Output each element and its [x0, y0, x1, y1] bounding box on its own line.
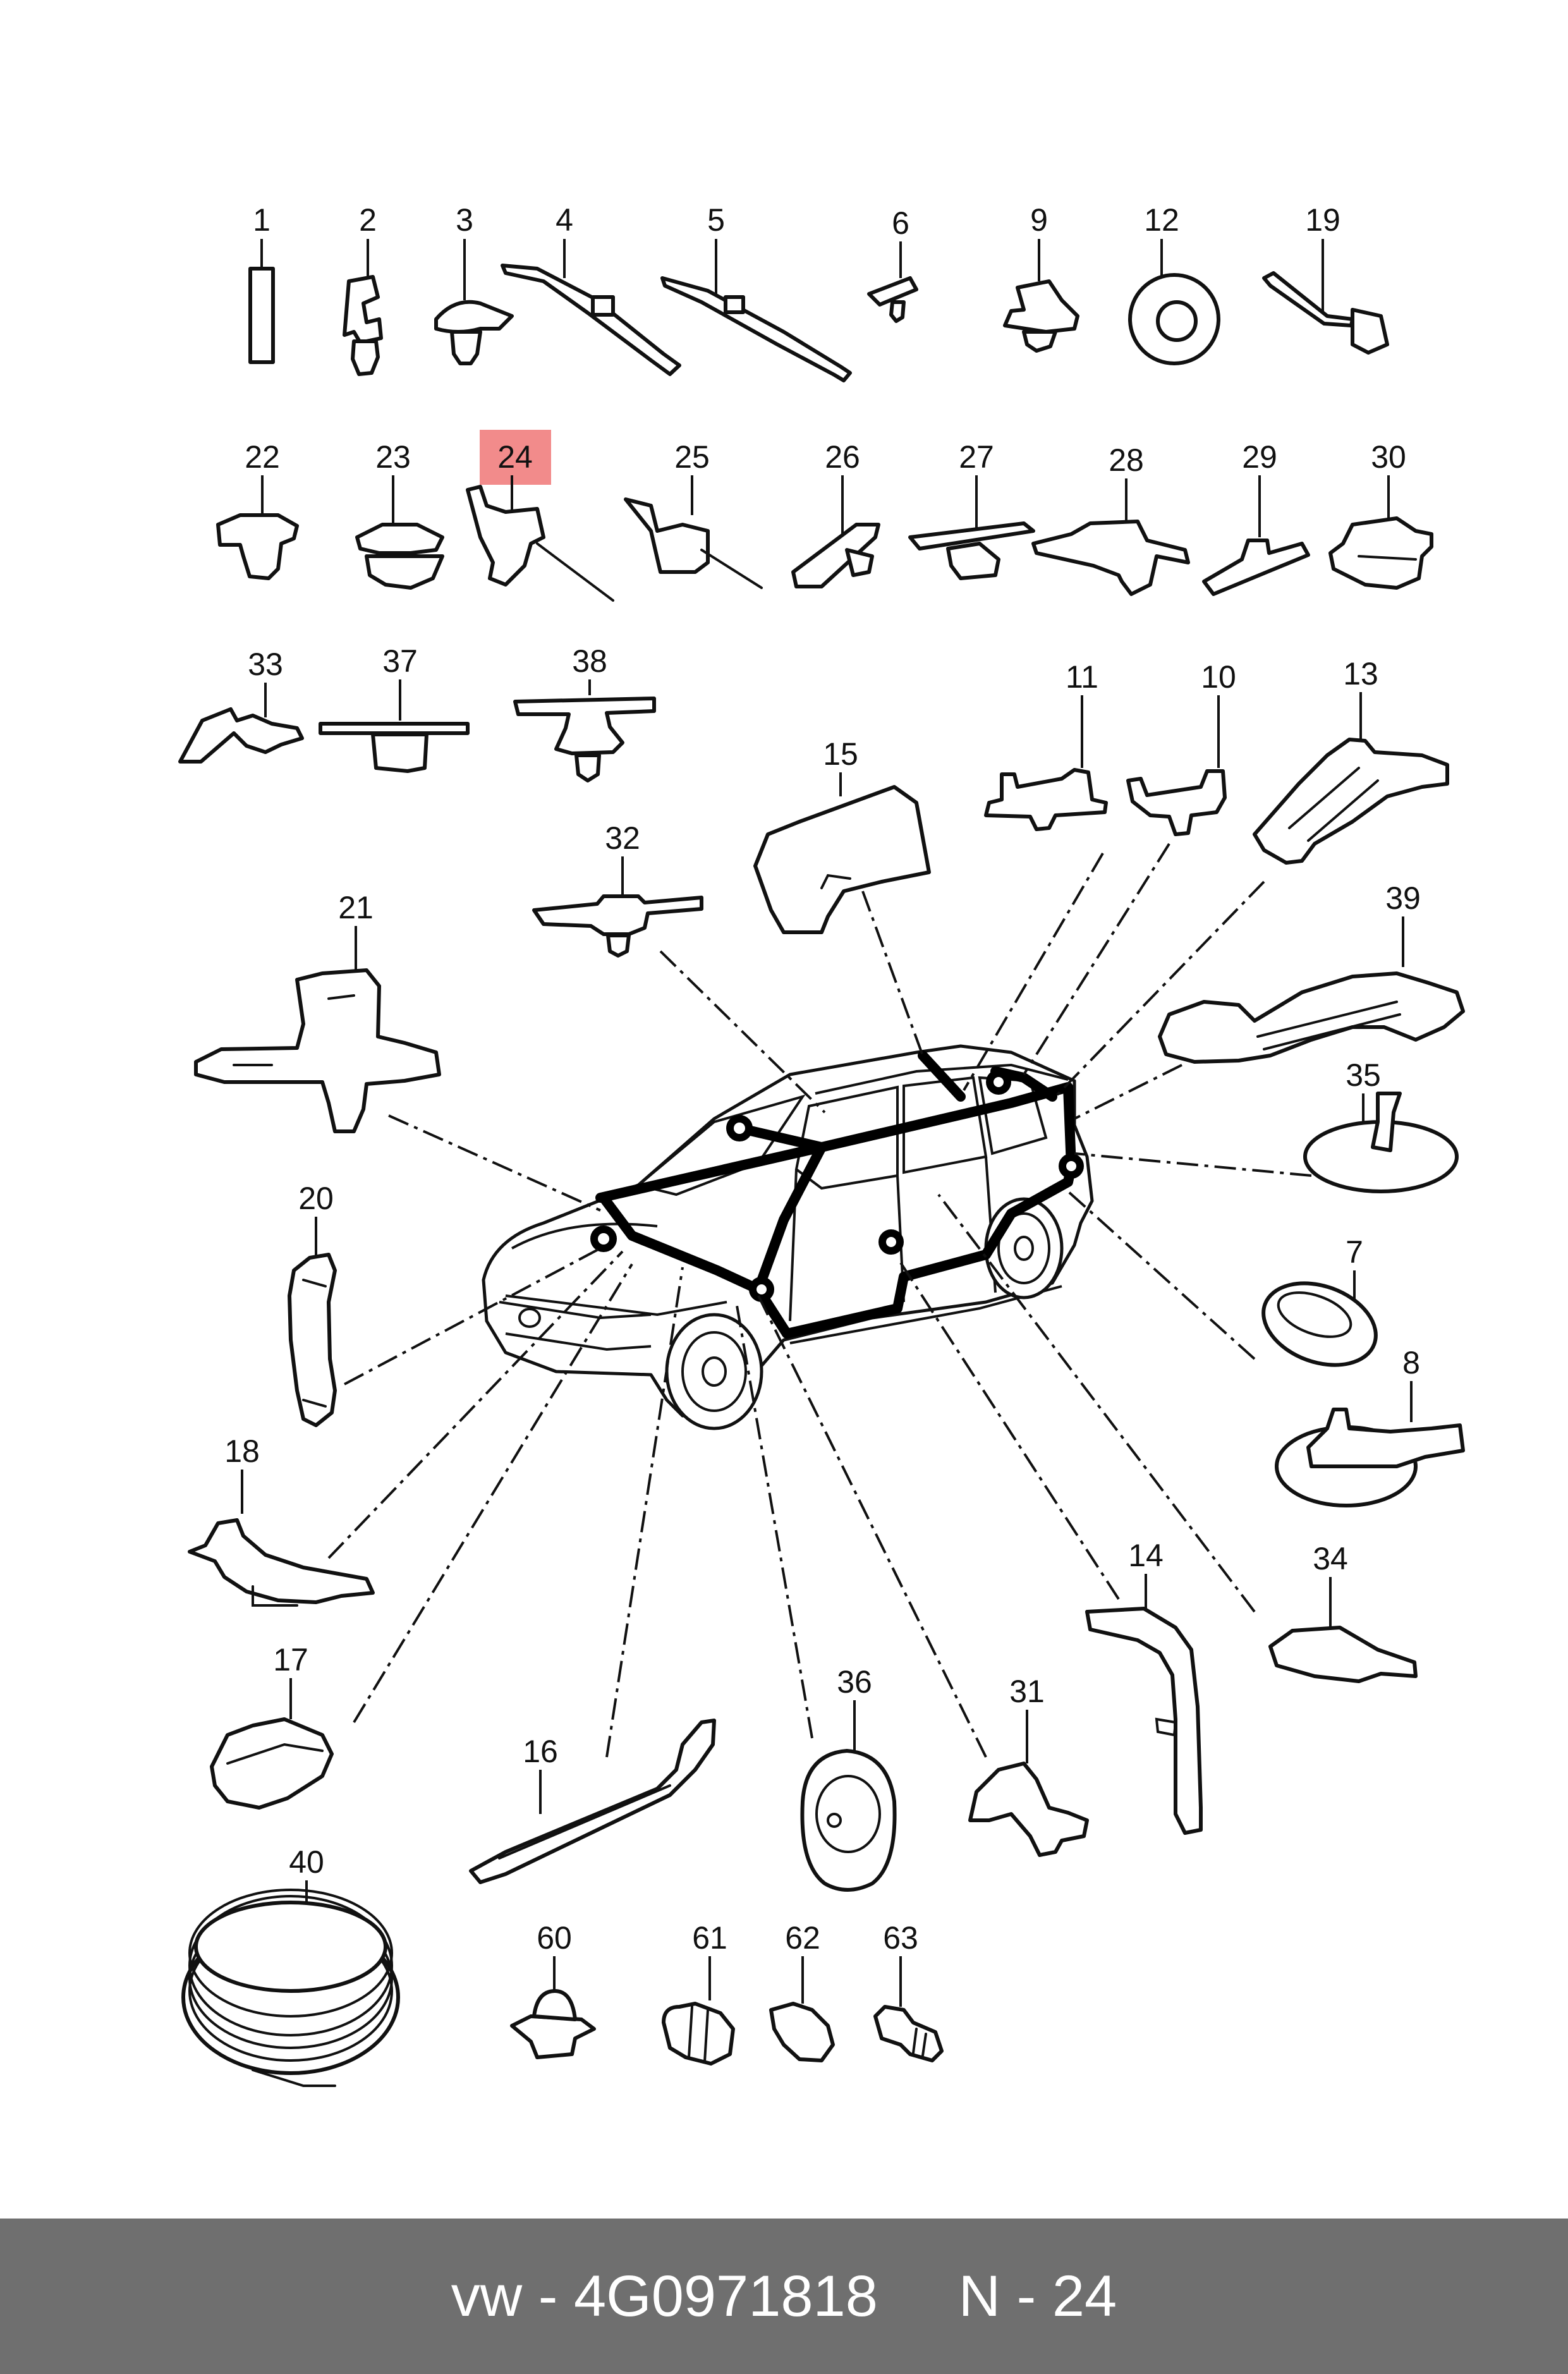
- label-10: 10: [1201, 659, 1236, 695]
- label-34: 34: [1313, 1541, 1348, 1576]
- label-4: 4: [556, 202, 573, 238]
- label-28: 28: [1109, 442, 1144, 478]
- part-3[interactable]: 3: [434, 202, 514, 365]
- label-21: 21: [338, 890, 374, 925]
- part-60[interactable]: 60: [510, 1920, 596, 2059]
- leader-lines: [327, 843, 1312, 1758]
- part-17[interactable]: 17: [210, 1642, 334, 1810]
- label-11: 11: [1066, 659, 1098, 695]
- label-15: 15: [823, 736, 858, 772]
- part-31[interactable]: 31: [968, 1674, 1089, 1857]
- part-23[interactable]: 23: [355, 439, 444, 590]
- label-35: 35: [1346, 1057, 1381, 1093]
- part-6[interactable]: 6: [867, 205, 918, 323]
- part-35[interactable]: 35: [1303, 1057, 1459, 1193]
- label-13: 13: [1343, 656, 1378, 691]
- label-22: 22: [245, 439, 280, 475]
- part-14[interactable]: 14: [1085, 1538, 1203, 1835]
- label-33: 33: [248, 647, 283, 682]
- label-9: 9: [1030, 202, 1048, 238]
- label-31: 31: [1009, 1674, 1045, 1709]
- label-63: 63: [883, 1920, 918, 1956]
- footer-part-number: vw - 4G0971818 N - 24: [451, 2263, 1117, 2328]
- label-1: 1: [253, 202, 270, 238]
- label-6: 6: [892, 205, 909, 241]
- part-34[interactable]: 34: [1268, 1541, 1418, 1683]
- part-2[interactable]: 2: [343, 202, 383, 376]
- label-14: 14: [1128, 1538, 1164, 1573]
- part-10[interactable]: 10: [1126, 659, 1236, 836]
- label-62: 62: [785, 1920, 820, 1956]
- part-28[interactable]: 28: [1031, 442, 1190, 596]
- part-12[interactable]: 12: [1128, 202, 1220, 365]
- part-26[interactable]: 26: [791, 439, 880, 588]
- part-8[interactable]: 8: [1275, 1345, 1465, 1507]
- label-36: 36: [837, 1664, 872, 1700]
- label-8: 8: [1402, 1345, 1420, 1380]
- part-62[interactable]: 62: [769, 1920, 835, 2062]
- label-37: 37: [382, 643, 418, 679]
- label-24: 24: [497, 439, 533, 475]
- part-61[interactable]: 61: [662, 1920, 735, 2066]
- part-7[interactable]: 7: [1252, 1234, 1387, 1380]
- label-40: 40: [289, 1844, 324, 1880]
- label-39: 39: [1385, 880, 1421, 916]
- label-61: 61: [692, 1920, 727, 1956]
- label-32: 32: [605, 820, 640, 856]
- label-23: 23: [375, 439, 411, 475]
- wiring-harness: [590, 1050, 1084, 1339]
- part-9[interactable]: 9: [1003, 202, 1079, 353]
- car-illustration: [482, 1044, 1094, 1430]
- part-33[interactable]: 33: [178, 647, 304, 764]
- label-19: 19: [1305, 202, 1340, 238]
- label-25: 25: [674, 439, 710, 475]
- part-36[interactable]: 36: [800, 1664, 897, 1892]
- label-12: 12: [1144, 202, 1179, 238]
- part-22[interactable]: 22: [216, 439, 299, 580]
- part-11[interactable]: 11: [984, 659, 1108, 831]
- footer-bar: vw - 4G0971818 N - 24: [0, 2219, 1568, 2374]
- label-60: 60: [537, 1920, 572, 1956]
- part-32[interactable]: 32: [532, 820, 703, 958]
- part-16[interactable]: 16: [469, 1719, 716, 1884]
- part-4[interactable]: 4: [501, 202, 681, 376]
- label-7: 7: [1346, 1234, 1363, 1270]
- part-13[interactable]: 13: [1253, 656, 1449, 865]
- part-29[interactable]: 29: [1202, 439, 1310, 596]
- part-20[interactable]: 20: [288, 1181, 337, 1427]
- parts-diagram: 1 2 3 4 5 6 9 12: [178, 202, 1465, 2087]
- label-27: 27: [959, 439, 994, 475]
- label-17: 17: [273, 1642, 308, 1677]
- label-30: 30: [1371, 439, 1406, 475]
- part-19[interactable]: 19: [1262, 202, 1389, 355]
- label-18: 18: [224, 1434, 260, 1469]
- label-20: 20: [298, 1181, 334, 1216]
- part-5[interactable]: 5: [660, 202, 852, 382]
- label-3: 3: [456, 202, 473, 238]
- highlight-24: [480, 430, 551, 485]
- part-27[interactable]: 27: [908, 439, 1035, 580]
- part-18[interactable]: 18: [188, 1434, 375, 1607]
- label-29: 29: [1242, 439, 1277, 475]
- part-63[interactable]: 63: [873, 1920, 944, 2062]
- part-21[interactable]: 21: [194, 890, 441, 1133]
- label-2: 2: [359, 202, 377, 238]
- part-25[interactable]: 25: [624, 439, 763, 589]
- part-38[interactable]: 38: [513, 643, 656, 782]
- label-16: 16: [523, 1734, 558, 1769]
- part-24[interactable]: 24: [466, 430, 614, 602]
- part-39[interactable]: 39: [1158, 880, 1465, 1064]
- part-1[interactable]: 1: [248, 202, 275, 364]
- label-26: 26: [825, 439, 860, 475]
- label-5: 5: [707, 202, 725, 238]
- part-40[interactable]: 40: [181, 1844, 400, 2087]
- label-38: 38: [572, 643, 607, 679]
- part-37[interactable]: 37: [319, 643, 470, 773]
- part-30[interactable]: 30: [1328, 439, 1433, 590]
- part-15[interactable]: 15: [753, 736, 931, 934]
